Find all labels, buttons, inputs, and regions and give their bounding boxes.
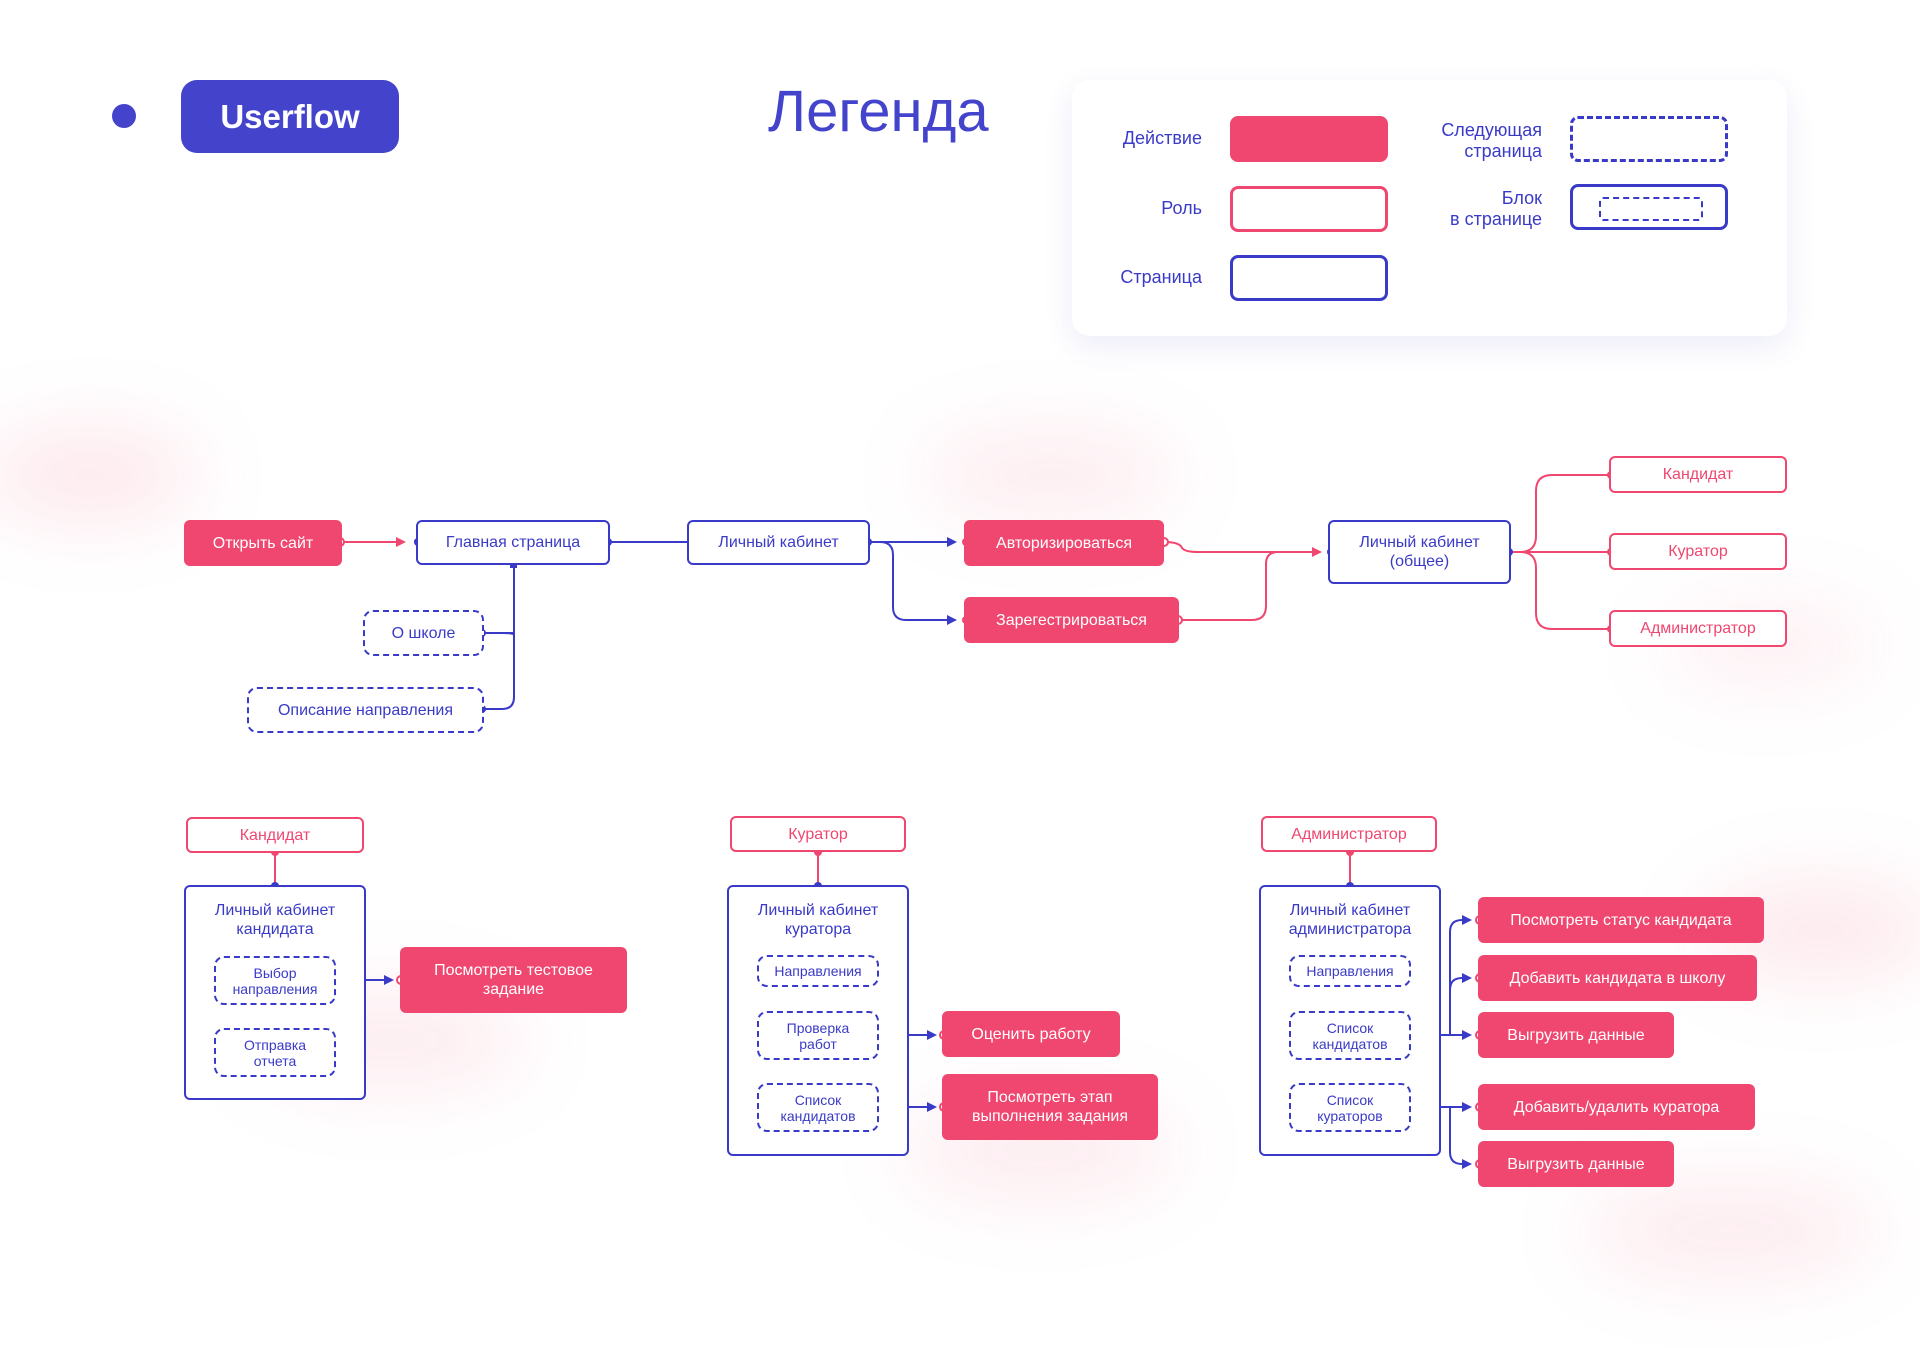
check-works-block[interactable]: Проверка работ [757, 1011, 879, 1060]
admin-candidates-list-block[interactable]: Список кандидатов [1289, 1011, 1411, 1060]
direction-description-node[interactable]: Описание направления [247, 687, 484, 733]
candidate-cabinet-title: Личный кабинет кандидата [214, 902, 336, 938]
about-school-node[interactable]: О школе [363, 610, 484, 656]
add-remove-curator-action[interactable]: Добавить/удалить куратора [1478, 1084, 1755, 1130]
role-curator[interactable]: Куратор [1609, 533, 1787, 570]
userflow-badge: Userflow [181, 80, 399, 153]
header-dot [112, 104, 136, 128]
admin-role[interactable]: Администратор [1261, 816, 1437, 852]
register-action[interactable]: Зарегестрироваться [964, 597, 1179, 643]
legend-action-swatch [1230, 116, 1388, 162]
legend-role-swatch [1230, 186, 1388, 232]
legend-next-page-label: Следующая страница [1441, 120, 1542, 161]
choose-direction-block[interactable]: Выбор направления [214, 956, 336, 1005]
curator-candidates-list-block[interactable]: Список кандидатов [757, 1083, 879, 1132]
legend-action-label: Действие [1122, 128, 1202, 148]
legend-next-page-swatch [1570, 116, 1728, 162]
legend-block-inner [1599, 197, 1703, 221]
cabinet-general-node[interactable]: Личный кабинет (общее) [1328, 520, 1511, 584]
candidate-role[interactable]: Кандидат [186, 817, 364, 853]
role-admin[interactable]: Администратор [1609, 610, 1787, 647]
main-page-node[interactable]: Главная страница [416, 520, 610, 565]
add-candidate-action[interactable]: Добавить кандидата в школу [1478, 955, 1757, 1001]
open-site-action[interactable]: Открыть сайт [184, 520, 342, 566]
curator-role[interactable]: Куратор [730, 816, 906, 852]
legend-page-swatch [1230, 255, 1388, 301]
view-test-task-action[interactable]: Посмотреть тестовое задание [400, 947, 627, 1013]
legend-role-label: Роль [1161, 198, 1202, 218]
admin-directions-block[interactable]: Направления [1289, 955, 1411, 987]
curator-directions-block[interactable]: Направления [757, 955, 879, 987]
legend-title: Легенда [768, 79, 989, 144]
admin-cabinet-title: Личный кабинет администратора [1288, 902, 1412, 938]
legend-block-swatch [1570, 184, 1728, 230]
view-task-stage-action[interactable]: Посмотреть этап выполнения задания [942, 1074, 1158, 1140]
rate-work-action[interactable]: Оценить работу [942, 1011, 1120, 1057]
view-candidate-status-action[interactable]: Посмотреть статус кандидата [1478, 897, 1764, 943]
legend-page-label: Страница [1120, 267, 1202, 287]
export-data-action-2[interactable]: Выгрузить данные [1478, 1141, 1674, 1187]
send-report-block[interactable]: Отправка отчета [214, 1028, 336, 1077]
export-data-action-1[interactable]: Выгрузить данные [1478, 1012, 1674, 1058]
authorize-action[interactable]: Авторизироваться [964, 520, 1164, 566]
personal-cabinet-node[interactable]: Личный кабинет [687, 520, 870, 565]
legend-block-label: Блок в странице [1450, 188, 1542, 229]
role-candidate[interactable]: Кандидат [1609, 456, 1787, 493]
legend-card: Действие Роль Страница Следующая страниц… [1072, 80, 1787, 336]
admin-curators-list-block[interactable]: Список кураторов [1289, 1083, 1411, 1132]
curator-cabinet-title: Личный кабинет куратора [757, 902, 879, 938]
